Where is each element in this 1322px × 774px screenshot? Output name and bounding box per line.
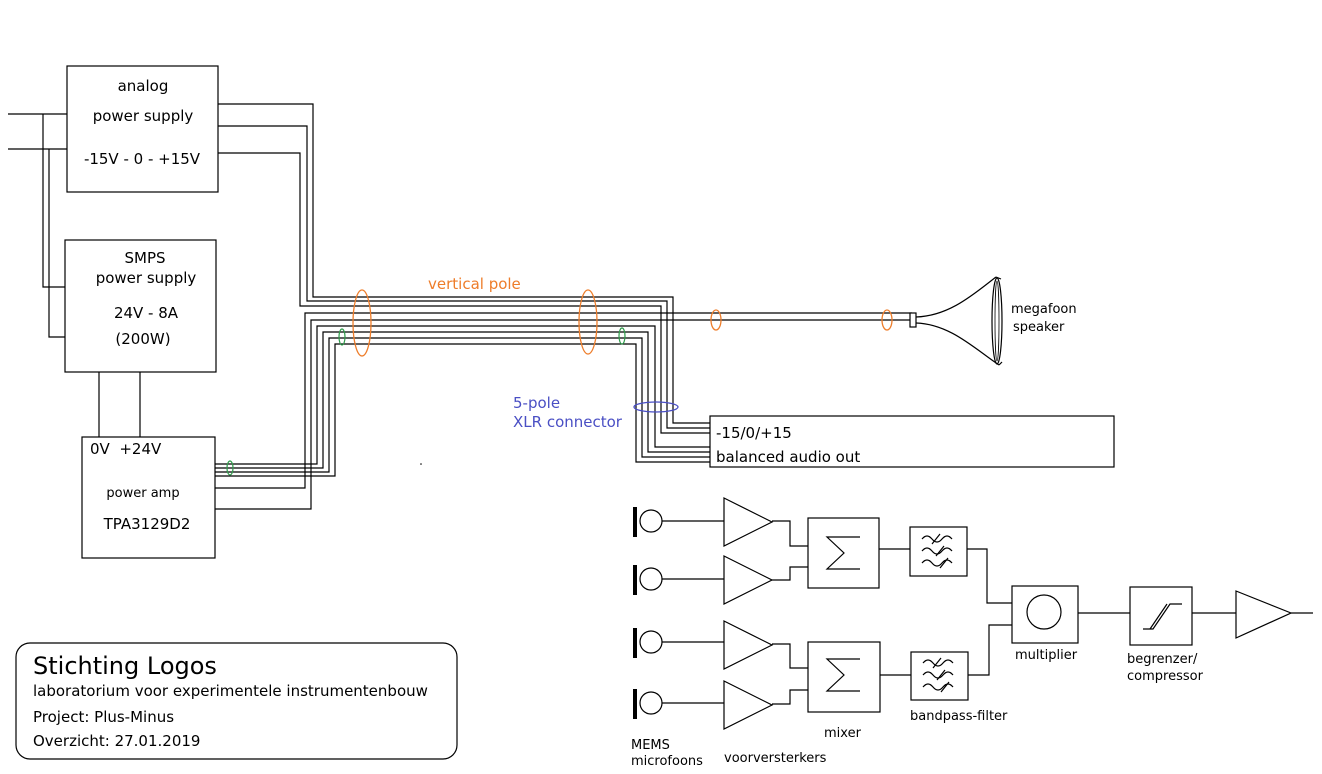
analog-label: analog [118,77,169,95]
sigma-icon [825,536,860,570]
mixer-label: mixer [824,726,862,741]
speaker-label-2: speaker [1013,320,1065,335]
speaker-label-1: megafoon [1011,302,1077,317]
analog-supply-label: power supply [93,107,194,125]
title-block-date: Overzicht: 27.01.2019 [33,732,200,750]
amp-chip-label: TPA3129D2 [103,515,191,533]
pole-marker-right [578,289,598,355]
multiplier-label: multiplier [1015,648,1078,663]
pole-marker-left [352,289,372,357]
output-amp [1235,590,1293,639]
preamp-triangle-icon [723,555,774,605]
microphone-icon [633,507,663,537]
audio-cable-marker-1 [338,328,346,346]
audio-cable-marker-3 [226,460,234,476]
preamp-triangle-icon [723,620,774,670]
limiter-block [1129,586,1193,646]
mems-microphones [633,507,663,719]
multiplier-circle-icon [1026,594,1062,630]
megafoon-speaker-icon [909,276,1003,366]
smps-label: SMPS [124,249,165,267]
title-block-project: Project: Plus-Minus [33,708,174,726]
preamps [723,497,774,730]
analog-power-supply: analog power supply -15V - 0 - +15V [66,65,219,193]
supply-rails [215,103,912,510]
multiplier-block [1011,585,1079,644]
mains-wiring [8,113,141,437]
microphone-icon [633,628,663,658]
amp-power-pins-label: 0V +24V [90,440,162,458]
smps-power-label: (200W) [115,330,170,348]
bandpass-label: bandpass-filter [910,709,1008,724]
mics-label-1: MEMS [631,738,670,753]
analog-voltage-label: -15V - 0 - +15V [84,150,201,168]
filter-wave-icon [921,533,953,569]
amp-label: power amp [106,486,179,501]
mixers [807,517,881,713]
output-audio-label: balanced audio out [716,448,860,466]
mics-label-2: microfoons [631,754,703,769]
smps-power-supply: SMPS power supply 24V - 8A (200W) [64,239,217,373]
limiter-label-2: compressor [1127,669,1204,684]
chain-wiring [662,520,1313,705]
balanced-audio-out: -15/0/+15 balanced audio out [709,415,1115,468]
smps-supply-label: power supply [96,269,197,287]
microphone-icon [633,565,663,595]
vertical-pole-label: vertical pole [428,275,521,293]
speaker-cable-marker-2 [881,309,893,331]
output-triangle-icon [1235,590,1293,639]
title-block-title: Stichting Logos [33,652,217,680]
audio-cable-marker-2 [618,327,626,345]
preamp-triangle-icon [723,497,774,547]
limiter-label-1: begrenzer/ [1127,652,1198,667]
smps-voltage-label: 24V - 8A [114,304,179,322]
xlr-label-1: 5-pole [513,394,560,412]
limiter-curve-icon [1143,603,1182,630]
title-block-subtitle: laboratorium voor experimentele instrume… [33,682,428,700]
bandpass-filters [909,526,969,701]
output-rails-label: -15/0/+15 [716,424,792,442]
speaker-cable-marker-1 [710,309,722,331]
xlr-label-2: XLR connector [513,413,623,431]
cable-markers [226,289,893,476]
sigma-icon [825,658,860,692]
microphone-icon [633,689,663,719]
filter-wave-icon [922,657,954,693]
preamps-label: voorversterkers [724,751,827,766]
preamp-triangle-icon [723,680,774,730]
power-amp: 0V +24V power amp TPA3129D2 [81,436,216,559]
xlr-connector-marker [633,401,679,413]
title-block: Stichting Logos laboratorium voor experi… [15,642,458,760]
